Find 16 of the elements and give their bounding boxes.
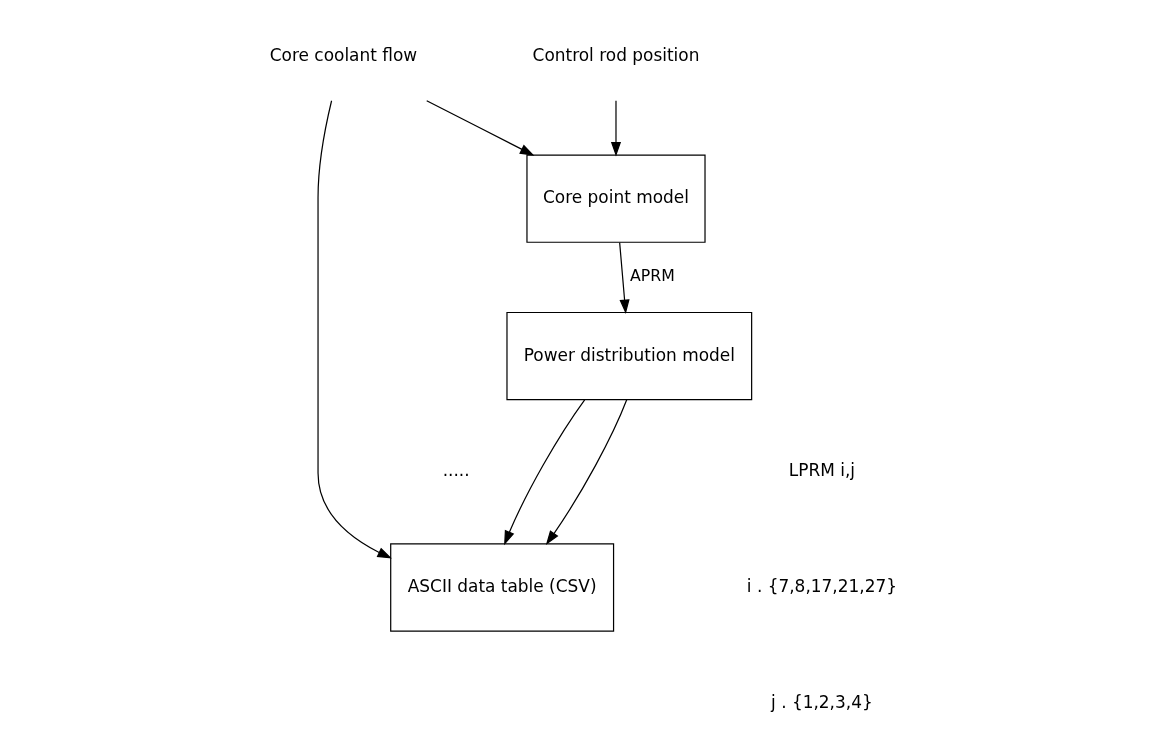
arrow	[619, 242, 630, 315]
node-box: ASCII data table (CSV)	[390, 543, 615, 632]
arrow	[610, 100, 622, 157]
arrow	[317, 100, 392, 559]
node-text: Control rod position	[532, 45, 700, 66]
arrow	[426, 100, 535, 156]
arrow	[545, 399, 628, 546]
edge-label: APRM	[630, 266, 675, 286]
node-box: Power distribution model	[506, 311, 753, 401]
label: LPRM i,j	[788, 460, 855, 481]
arrow	[504, 399, 586, 546]
node-box: Core point model	[526, 154, 706, 243]
label: .....	[442, 460, 470, 481]
label: j . {1,2,3,4}	[771, 691, 873, 712]
node-text: Core coolant flow	[269, 45, 418, 66]
label: i . {7,8,17,21,27}	[746, 575, 897, 596]
